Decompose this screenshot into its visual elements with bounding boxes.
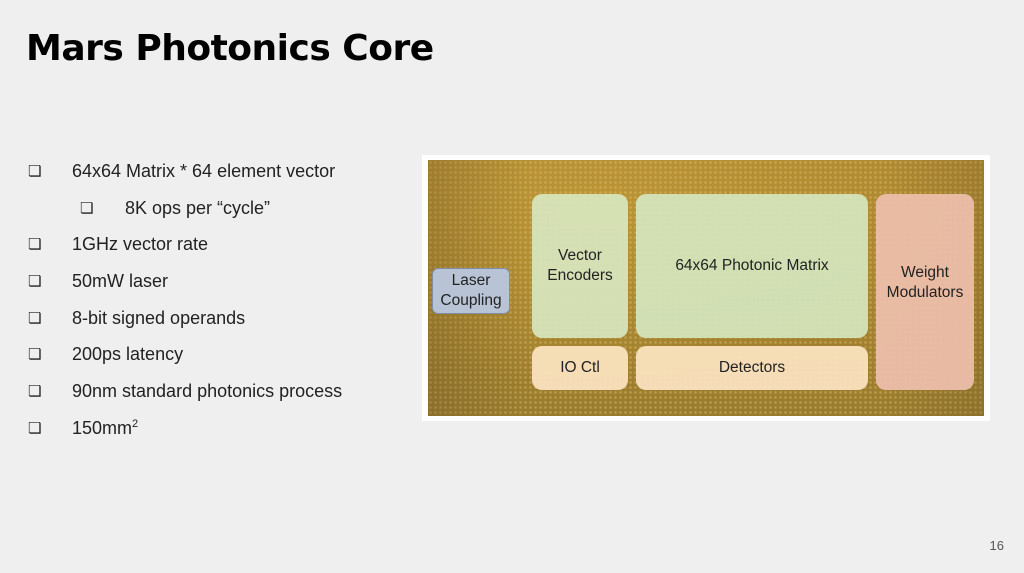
- bullet-text: 90nm standard photonics process: [72, 381, 343, 402]
- bullet-item: ❏ 50mW laser: [28, 268, 408, 305]
- checkbox-bullet-icon: ❏: [28, 272, 42, 291]
- io-ctl-block: IO Ctl: [532, 346, 628, 390]
- bullet-text: 200ps latency: [72, 344, 184, 365]
- bullet-text: 8K ops per “cycle”: [125, 197, 271, 218]
- chip-photo: Laser Coupling Vector Encoders 64x64 Pho…: [422, 155, 990, 421]
- bullet-text: 150mm2: [72, 415, 138, 441]
- slide-title: Mars Photonics Core: [26, 28, 434, 69]
- bullet-item: ❏ 90nm standard photonics process: [28, 378, 408, 415]
- bullet-text: 64x64 Matrix * 64 element vector: [72, 161, 336, 181]
- checkbox-bullet-icon: ❏: [28, 162, 42, 180]
- bullet-text: 50mW laser: [72, 271, 169, 292]
- checkbox-bullet-icon: ❏: [28, 235, 42, 254]
- vector-encoders-block: Vector Encoders: [532, 194, 628, 338]
- checkbox-bullet-icon: ❏: [28, 382, 42, 401]
- bullet-text: 8-bit signed operands: [72, 307, 246, 328]
- bullet-item: ❏ 1GHz vector rate: [28, 231, 408, 268]
- bullet-item: ❏ 64x64 Matrix * 64 element vector: [28, 158, 408, 195]
- checkbox-bullet-icon: ❏: [28, 345, 42, 364]
- bullet-item: ❏ 8-bit signed operands: [28, 305, 408, 342]
- detectors-block: Detectors: [636, 346, 868, 390]
- bullet-text: 1GHz vector rate: [72, 234, 209, 255]
- photonic-matrix-block: 64x64 Photonic Matrix: [636, 194, 868, 338]
- bullet-item: ❏ 200ps latency: [28, 341, 408, 378]
- weight-modulators-block: Weight Modulators: [876, 194, 974, 390]
- area-superscript: 2: [132, 417, 139, 430]
- checkbox-bullet-icon: ❏: [28, 418, 42, 437]
- bullet-item: ❏ 150mm2: [28, 415, 408, 452]
- bullet-list: ❏ 64x64 Matrix * 64 element vector ❏ 8K …: [28, 158, 408, 452]
- chip-die: Laser Coupling Vector Encoders 64x64 Pho…: [428, 160, 984, 416]
- page-number: 16: [989, 538, 1004, 553]
- checkbox-bullet-icon: ❏: [28, 308, 42, 327]
- laser-coupling-block: Laser Coupling: [432, 268, 510, 314]
- sub-bullet-item: ❏ 8K ops per “cycle”: [28, 195, 408, 232]
- area-value: 150mm: [72, 417, 133, 438]
- checkbox-bullet-icon: ❏: [80, 198, 94, 217]
